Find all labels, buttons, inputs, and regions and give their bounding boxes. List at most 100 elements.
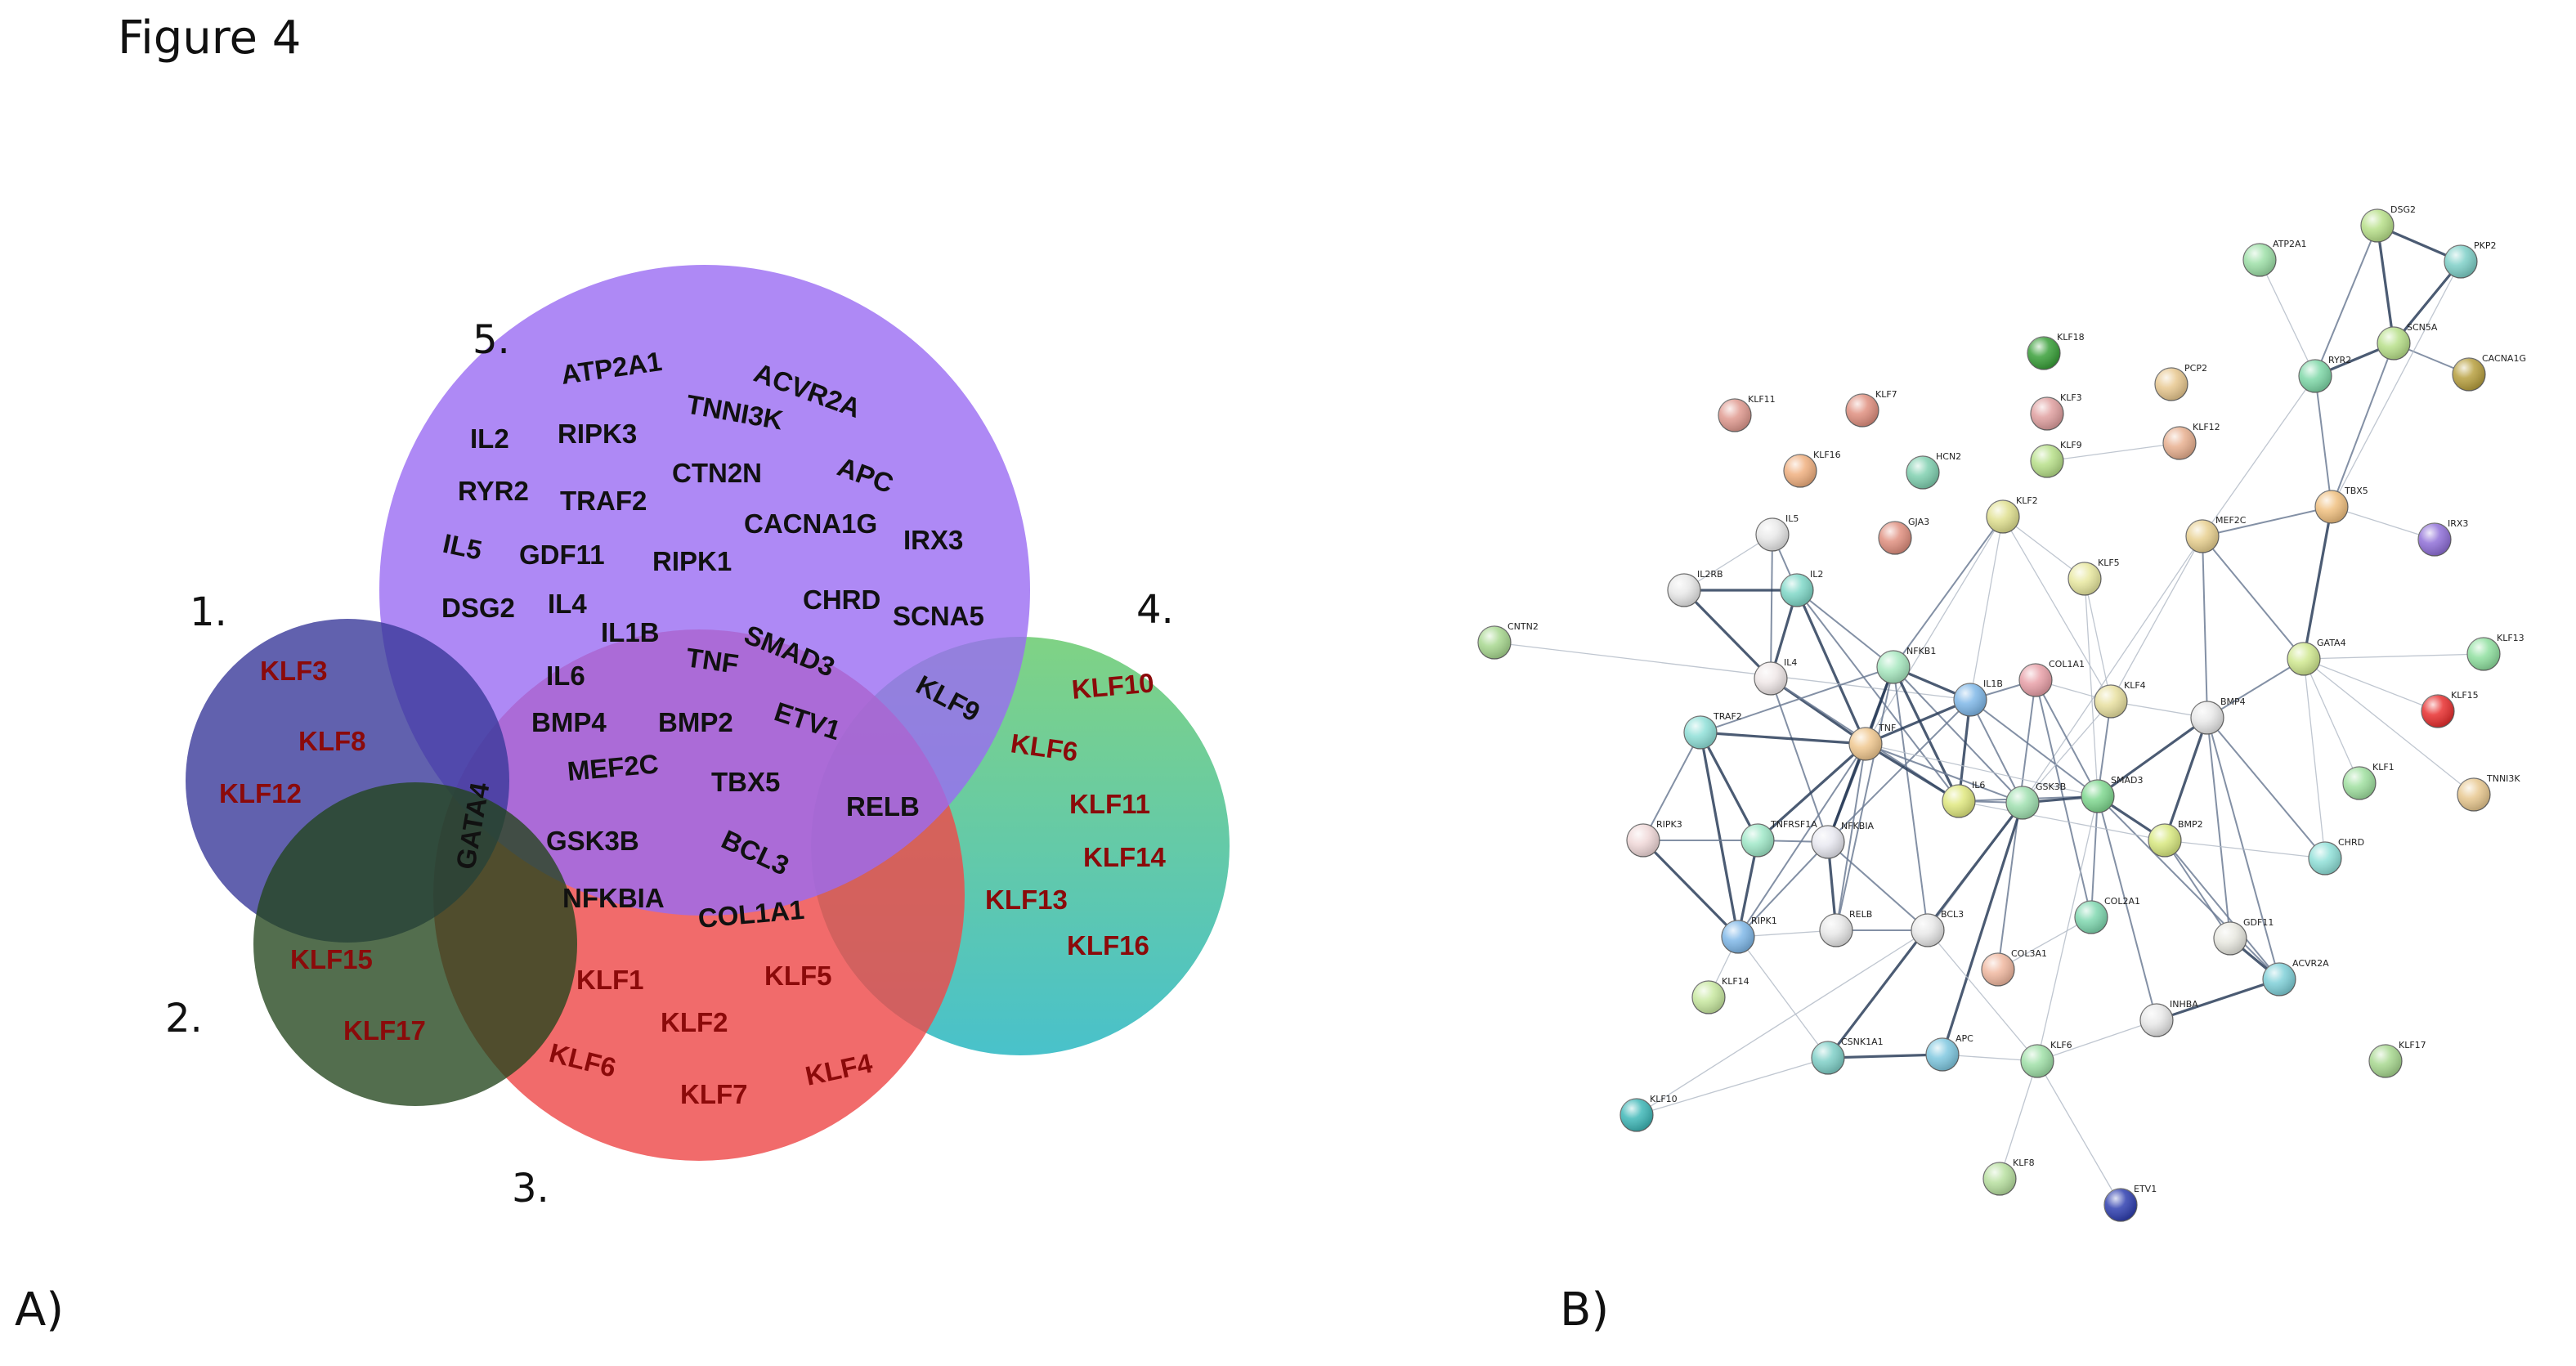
network-node[interactable]: IL4 (1754, 657, 1797, 696)
network-node-shine (1692, 981, 1725, 1014)
network-node[interactable]: INHBA (2139, 999, 2198, 1037)
network-node[interactable]: SMAD3 (2081, 775, 2143, 813)
network-edge (2156, 978, 2280, 1022)
network-node[interactable]: IL2 (1780, 569, 1823, 607)
network-node-shine (2315, 490, 2348, 523)
network-node[interactable]: COL3A1 (1981, 948, 2047, 987)
network-node[interactable]: KLF18 (2027, 332, 2085, 370)
network-node[interactable]: BMP2 (2148, 819, 2203, 858)
network-node[interactable]: PKP2 (2444, 240, 2496, 279)
gene-label: SCNA5 (893, 601, 984, 631)
network-node[interactable]: CSNK1A1 (1811, 1037, 1884, 1075)
network-node[interactable]: GJA3 (1878, 517, 1929, 555)
network-node-shine (1684, 716, 1717, 749)
network-edge (2202, 535, 2208, 719)
network-node[interactable]: KLF14 (1691, 976, 1749, 1014)
network-node-label: TNFRSF1A (1770, 819, 1817, 830)
network-node-shine (2006, 786, 2039, 819)
network-edge (1642, 839, 1740, 938)
venn-diagram: 1. 2. 3. 4. 5. ATP2A1 ACVR2A TNNI3K IL2 … (165, 265, 1230, 1211)
network-node[interactable]: PCP2 (2154, 363, 2207, 401)
network-node-label: GDF11 (2243, 917, 2274, 928)
network-node-shine (2243, 244, 2276, 276)
network-node[interactable]: NFKB1 (1876, 646, 1936, 684)
network-node[interactable]: BMP4 (2190, 696, 2246, 735)
gene-label: IL6 (546, 661, 585, 691)
network-node[interactable]: KLF16 (1783, 450, 1841, 488)
network-node[interactable]: KLF1 (2342, 762, 2395, 800)
network-node[interactable]: KLF6 (2020, 1040, 2072, 1078)
gene-label: CHRD (803, 584, 880, 615)
network-edge (1699, 732, 1759, 841)
network-node[interactable]: NFKBIA (1811, 821, 1875, 859)
network-node[interactable]: ETV1 (2103, 1184, 2157, 1222)
gene-label: TBX5 (711, 767, 780, 797)
network-node[interactable]: IL6 (1942, 780, 1985, 818)
network-node[interactable]: BCL3 (1911, 909, 1964, 947)
network-node[interactable]: KLF12 (2162, 422, 2220, 460)
network-edge (1737, 743, 1866, 938)
network-node[interactable]: MEF2C (2185, 515, 2247, 553)
network-node[interactable]: IL5 (1755, 513, 1799, 552)
network-node[interactable]: KLF3 (2030, 392, 2082, 431)
network-edge (1737, 841, 1829, 938)
network-node[interactable]: IL1B (1953, 679, 2003, 717)
network-node[interactable]: KLF2 (1986, 495, 2038, 534)
network-node-label: IL1B (1983, 679, 2003, 689)
network-node[interactable]: KLF15 (2421, 690, 2479, 728)
network-node[interactable]: DSG2 (2360, 204, 2416, 243)
network-node[interactable]: TRAF2 (1683, 711, 1742, 750)
network-node[interactable]: KLF13 (2466, 633, 2524, 671)
network-node-label: TNNI3K (2486, 773, 2520, 784)
network-edge (1756, 742, 1867, 842)
network-node[interactable]: CHRD (2308, 837, 2364, 876)
network-edge (1636, 1057, 1829, 1116)
network-node[interactable]: KLF9 (2030, 440, 2082, 478)
network-node[interactable]: CNTN2 (1477, 621, 1539, 660)
figure-title: Figure 4 (118, 11, 302, 65)
network-node[interactable]: RYR2 (2298, 355, 2351, 393)
network-node[interactable]: KLF10 (1620, 1094, 1678, 1132)
network-node[interactable]: TNNI3K (2457, 773, 2520, 812)
network-node[interactable]: ACVR2A (2262, 958, 2329, 997)
network-node[interactable]: GSK3B (2005, 782, 2066, 820)
network-node[interactable]: COL1A1 (2018, 659, 2085, 697)
network-node[interactable]: IRX3 (2417, 518, 2468, 557)
network-node[interactable]: GATA4 (2287, 638, 2346, 676)
network-node[interactable]: KLF4 (2094, 680, 2146, 719)
network-edge (1969, 699, 2023, 804)
network-node[interactable]: TNFRSF1A (1740, 819, 1817, 858)
network-node[interactable]: GDF11 (2213, 917, 2274, 956)
network-node-label: KLF8 (2013, 1158, 2035, 1168)
network-node-shine (1784, 455, 1817, 487)
network-node[interactable]: ATP2A1 (2242, 239, 2307, 277)
gene-label: KLF17 (343, 1015, 426, 1046)
network-node[interactable]: KLF7 (1845, 389, 1897, 428)
network-node[interactable]: RIPK3 (1626, 819, 1682, 858)
network-node[interactable]: CACNA1G (2452, 353, 2526, 392)
network-edge (2206, 658, 2305, 719)
network-node[interactable]: HCN2 (1906, 451, 1961, 490)
network-node[interactable]: APC (1925, 1033, 1973, 1072)
network-node-label: KLF3 (2060, 392, 2082, 403)
network-node[interactable]: TBX5 (2314, 486, 2368, 524)
network-node-label: BMP4 (2220, 696, 2246, 707)
network-node[interactable]: KLF5 (2068, 558, 2120, 596)
network-node[interactable]: KLF8 (1982, 1158, 2035, 1196)
gene-label: BMP2 (658, 707, 733, 737)
network-node[interactable]: COL2A1 (2074, 896, 2140, 934)
network-node[interactable]: KLF11 (1718, 394, 1776, 432)
network-node[interactable]: SCN5A (2377, 322, 2438, 361)
network-node-shine (2467, 638, 2500, 670)
set-2-number: 2. (165, 996, 203, 1041)
gene-label: KLF14 (1083, 842, 1167, 872)
network-node[interactable]: RELB (1819, 909, 1872, 947)
network-node[interactable]: RIPK1 (1721, 916, 1777, 954)
network-node[interactable]: IL2RB (1667, 569, 1723, 607)
gene-label: DSG2 (441, 593, 515, 623)
network-edge (2036, 795, 2099, 1062)
network-node[interactable]: KLF17 (2368, 1040, 2426, 1078)
network-node[interactable]: TNF (1848, 723, 1896, 761)
network-node-shine (1849, 728, 1882, 760)
network-edge (1969, 699, 2099, 797)
